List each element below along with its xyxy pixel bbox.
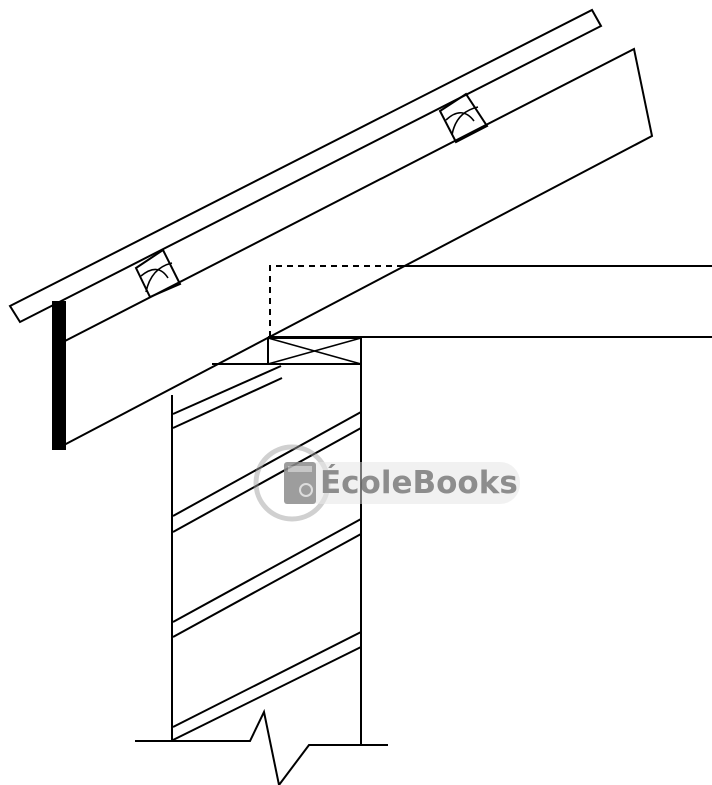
watermark-text: ÉcoleBooks — [320, 465, 518, 501]
watermark-banner — [300, 462, 520, 504]
dashed-ceiling-outline — [269, 265, 485, 337]
batten-right — [438, 92, 489, 144]
roof-sheeting — [8, 8, 603, 324]
rafter — [61, 47, 654, 447]
book-icon — [284, 462, 316, 504]
wall-courses — [172, 365, 362, 741]
wall-plate — [267, 337, 362, 365]
break-line — [135, 708, 388, 785]
watermark: ÉcoleBooks — [253, 444, 520, 522]
fascia-board — [52, 301, 66, 450]
batten-left — [134, 248, 182, 299]
